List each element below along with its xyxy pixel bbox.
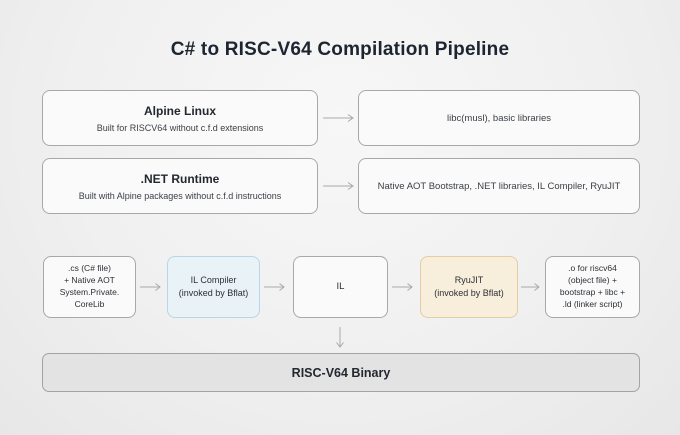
riscv64-binary-bar: RISC-V64 Binary [42, 353, 640, 392]
arrow-right-icon [391, 282, 415, 292]
alpine-linux-box: Alpine Linux Built for RISCV64 without c… [42, 90, 318, 146]
pipeline-source-box: .cs (C# file) + Native AOT System.Privat… [43, 256, 136, 318]
dotnet-runtime-box: .NET Runtime Built with Alpine packages … [42, 158, 318, 214]
alpine-linux-subtitle: Built for RISCV64 without c.f.d extensio… [96, 122, 264, 133]
arrow-right-icon [263, 282, 287, 292]
dotnet-runtime-subtitle: Built with Alpine packages without c.f.d… [78, 190, 282, 201]
pipeline-object-file-box: .o for riscv64 (object file) + bootstrap… [545, 256, 640, 318]
arrow-right-icon [322, 113, 356, 123]
arrow-right-icon [520, 282, 542, 292]
arrow-right-icon [322, 181, 356, 191]
arrow-down-icon [335, 326, 345, 350]
dotnet-result-box: Native AOT Bootstrap, .NET libraries, IL… [358, 158, 640, 214]
alpine-linux-title: Alpine Linux [144, 103, 216, 118]
dotnet-result-text: Native AOT Bootstrap, .NET libraries, IL… [377, 180, 621, 192]
page-title: C# to RISC-V64 Compilation Pipeline [170, 39, 510, 60]
alpine-result-box: libc(musl), basic libraries [358, 90, 640, 146]
dotnet-runtime-title: .NET Runtime [140, 171, 220, 186]
arrow-right-icon [139, 282, 163, 292]
pipeline-ryujit-box: RyuJIT (invoked by Bflat) [420, 256, 518, 318]
pipeline-il-compiler-box: IL Compiler (invoked by Bflat) [167, 256, 260, 318]
alpine-result-text: libc(musl), basic libraries [447, 112, 551, 124]
pipeline-il-box: IL [293, 256, 388, 318]
